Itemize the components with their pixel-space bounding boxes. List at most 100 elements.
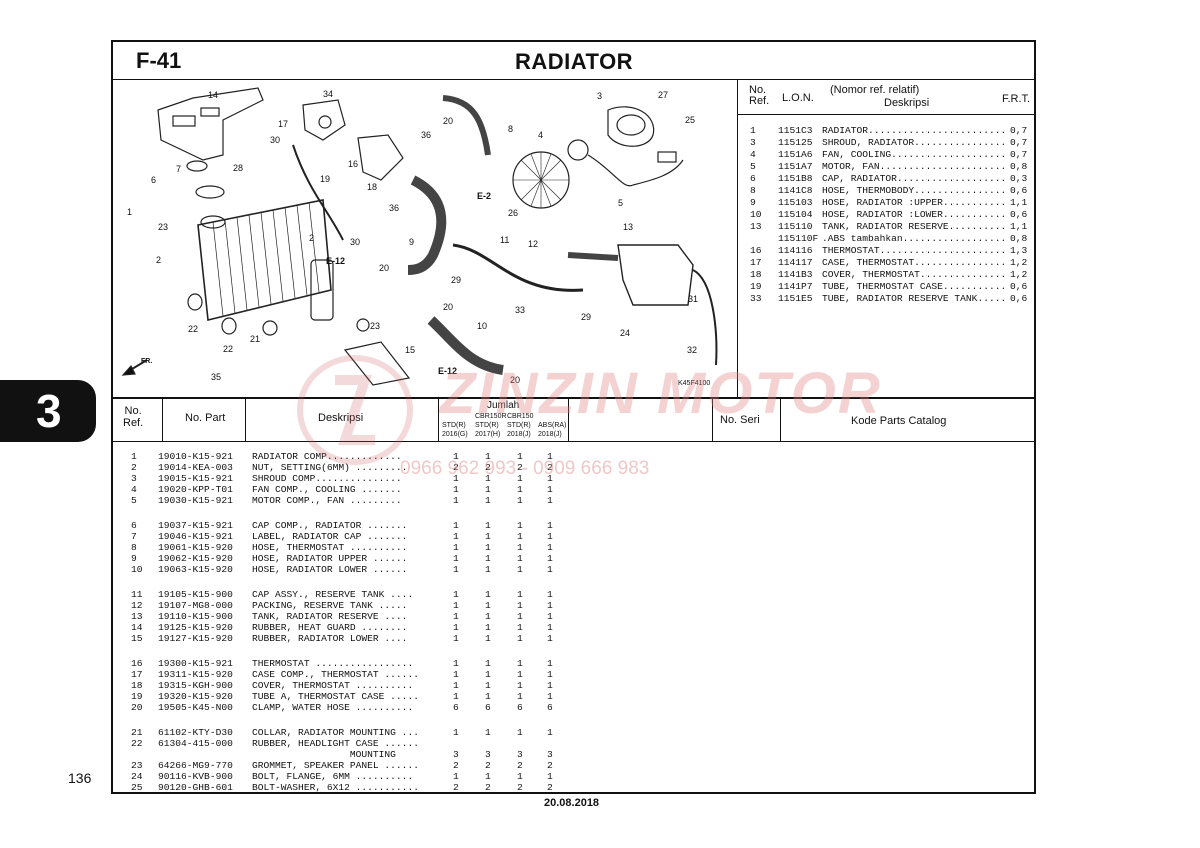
svg-text:E-2: E-2 xyxy=(477,191,491,201)
part-qty: 1 xyxy=(547,691,553,702)
ref-row-frt: 0,7 xyxy=(1010,125,1028,136)
part-ref: 18 xyxy=(131,680,143,691)
part-description: PACKING, RESERVE TANK ..... xyxy=(252,600,408,611)
part-description: COLLAR, RADIATOR MOUNTING ... xyxy=(252,727,419,738)
part-qty: 2 xyxy=(547,462,553,473)
part-qty: 1 xyxy=(485,669,491,680)
col-divider xyxy=(162,397,163,441)
svg-text:36: 36 xyxy=(421,130,431,140)
ref-row-frt: 1,2 xyxy=(1010,269,1028,280)
ref-row-desc: HOSE, THERMOBODY................ xyxy=(822,185,1007,196)
part-qty: 1 xyxy=(485,600,491,611)
part-ref: 9 xyxy=(131,553,137,564)
part-number: 19037-K15-921 xyxy=(158,520,233,531)
part-qty: 1 xyxy=(547,611,553,622)
part-qty: 6 xyxy=(485,702,491,713)
part-number: 19315-KGH-900 xyxy=(158,680,233,691)
part-ref: 19 xyxy=(131,691,143,702)
part-qty: 1 xyxy=(485,542,491,553)
part-ref: 17 xyxy=(131,669,143,680)
part-ref: 3 xyxy=(131,473,137,484)
ref-row-frt: 1,1 xyxy=(1010,221,1028,232)
part-number: 19062-K15-920 xyxy=(158,553,233,564)
part-qty: 2 xyxy=(485,782,491,793)
part-description: BOLT-WASHER, 6X12 ........... xyxy=(252,782,419,793)
part-qty: 2 xyxy=(517,782,523,793)
page-title: RADIATOR xyxy=(515,49,634,74)
part-ref: 25 xyxy=(131,782,143,793)
part-qty: 1 xyxy=(485,495,491,506)
part-qty: 1 xyxy=(453,564,459,575)
part-qty: 2 xyxy=(517,462,523,473)
ref-row-lon: 1151B8 xyxy=(778,173,813,184)
svg-text:32: 32 xyxy=(687,345,697,355)
part-qty: 1 xyxy=(517,520,523,531)
part-number: 90116-KVB-900 xyxy=(158,771,233,782)
part-qty: 1 xyxy=(547,669,553,680)
parts-top-divider xyxy=(111,397,1036,399)
part-description: COVER, THERMOSTAT .......... xyxy=(252,680,414,691)
svg-text:28: 28 xyxy=(233,163,243,173)
part-qty: 1 xyxy=(485,589,491,600)
part-number: 19014-KEA-003 xyxy=(158,462,233,473)
parts-ref-header: No.Ref. xyxy=(123,405,144,429)
part-qty: 1 xyxy=(547,531,553,542)
ref-row-no: 18 xyxy=(750,269,762,280)
ref-row-no: 13 xyxy=(750,221,762,232)
part-ref: 14 xyxy=(131,622,143,633)
part-description: HOSE, THERMOSTAT .......... xyxy=(252,542,408,553)
ref-row-lon: 114117 xyxy=(778,257,813,268)
svg-text:30: 30 xyxy=(270,135,280,145)
qty-col-std: STD(R) xyxy=(475,422,499,429)
svg-text:20: 20 xyxy=(510,375,520,385)
ref-row-frt: 1,3 xyxy=(1010,245,1028,256)
part-qty: 1 xyxy=(547,600,553,611)
part-qty: 1 xyxy=(517,680,523,691)
part-qty: 1 xyxy=(485,727,491,738)
part-qty: 1 xyxy=(517,542,523,553)
part-qty: 1 xyxy=(453,495,459,506)
ref-row-no: 16 xyxy=(750,245,762,256)
qty-col-year: 2018(J) xyxy=(507,431,531,438)
part-ref: 12 xyxy=(131,600,143,611)
part-qty: 1 xyxy=(517,727,523,738)
lon-col-header: L.O.N. xyxy=(782,92,814,104)
part-number: 19127-K15-920 xyxy=(158,633,233,644)
svg-text:FR.: FR. xyxy=(141,358,152,365)
callout-label: 14 xyxy=(208,90,218,100)
part-qty: 1 xyxy=(547,542,553,553)
part-number: 19311-K15-920 xyxy=(158,669,233,680)
ref-header-divider xyxy=(737,114,1036,115)
ref-row-desc: SHROUD, RADIATOR................ xyxy=(822,137,1007,148)
ref-row-desc: TANK, RADIATOR RESERVE.......... xyxy=(822,221,1007,232)
part-qty: 1 xyxy=(517,658,523,669)
qty-col-std: ABS(RA) xyxy=(538,422,567,429)
part-qty: 1 xyxy=(517,633,523,644)
part-qty: 2 xyxy=(547,782,553,793)
part-qty: 1 xyxy=(547,484,553,495)
svg-text:22: 22 xyxy=(223,344,233,354)
ref-row-desc: CASE, THERMOSTAT................ xyxy=(822,257,1007,268)
part-qty: 1 xyxy=(547,633,553,644)
part-qty: 1 xyxy=(453,531,459,542)
part-qty: 1 xyxy=(547,622,553,633)
part-qty: 1 xyxy=(517,669,523,680)
svg-text:26: 26 xyxy=(508,208,518,218)
part-qty: 2 xyxy=(517,760,523,771)
ref-row-desc: RADIATOR........................ xyxy=(822,125,1007,136)
ref-row-no: 10 xyxy=(750,209,762,220)
part-qty: 1 xyxy=(517,553,523,564)
part-qty: 1 xyxy=(453,658,459,669)
page-frame xyxy=(111,40,1036,794)
svg-text:12: 12 xyxy=(528,239,538,249)
ref-row-lon: 115110 xyxy=(778,221,813,232)
svg-text:17: 17 xyxy=(278,119,288,129)
part-qty: 1 xyxy=(453,622,459,633)
svg-text:16: 16 xyxy=(348,159,358,169)
svg-text:2: 2 xyxy=(156,255,161,265)
part-qty: 3 xyxy=(453,749,459,760)
part-qty: 1 xyxy=(547,473,553,484)
svg-text:29: 29 xyxy=(581,312,591,322)
part-description: RADIATOR COMP............. xyxy=(252,451,402,462)
part-qty: 1 xyxy=(517,495,523,506)
